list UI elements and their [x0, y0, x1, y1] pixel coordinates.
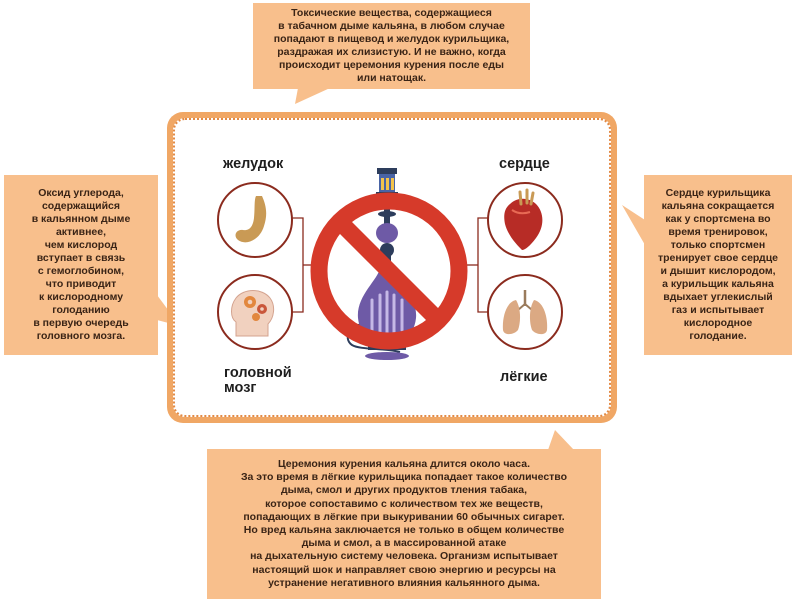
label-stomach: желудок [223, 156, 284, 172]
callout-heart: Сердце курильщика кальяна сокращается ка… [644, 175, 792, 355]
brain-gears-icon [217, 274, 293, 350]
lungs-icon [487, 274, 563, 350]
callout-lungs-ceremony: Церемония курения кальяна длится около ч… [207, 449, 601, 599]
label-heart: сердце [499, 156, 550, 172]
label-lungs: лёгкие [500, 369, 548, 385]
stomach-icon [217, 182, 293, 258]
no-hookah-icon [310, 168, 468, 360]
callout-esophagus-stomach: Токсические вещества, содержащиеся в таб… [253, 3, 530, 89]
callout-carbon-monoxide-brain: Оксид углерода, содержащийся в кальянном… [4, 175, 158, 355]
label-brain: головной мозг [224, 365, 292, 396]
heart-icon [487, 182, 563, 258]
